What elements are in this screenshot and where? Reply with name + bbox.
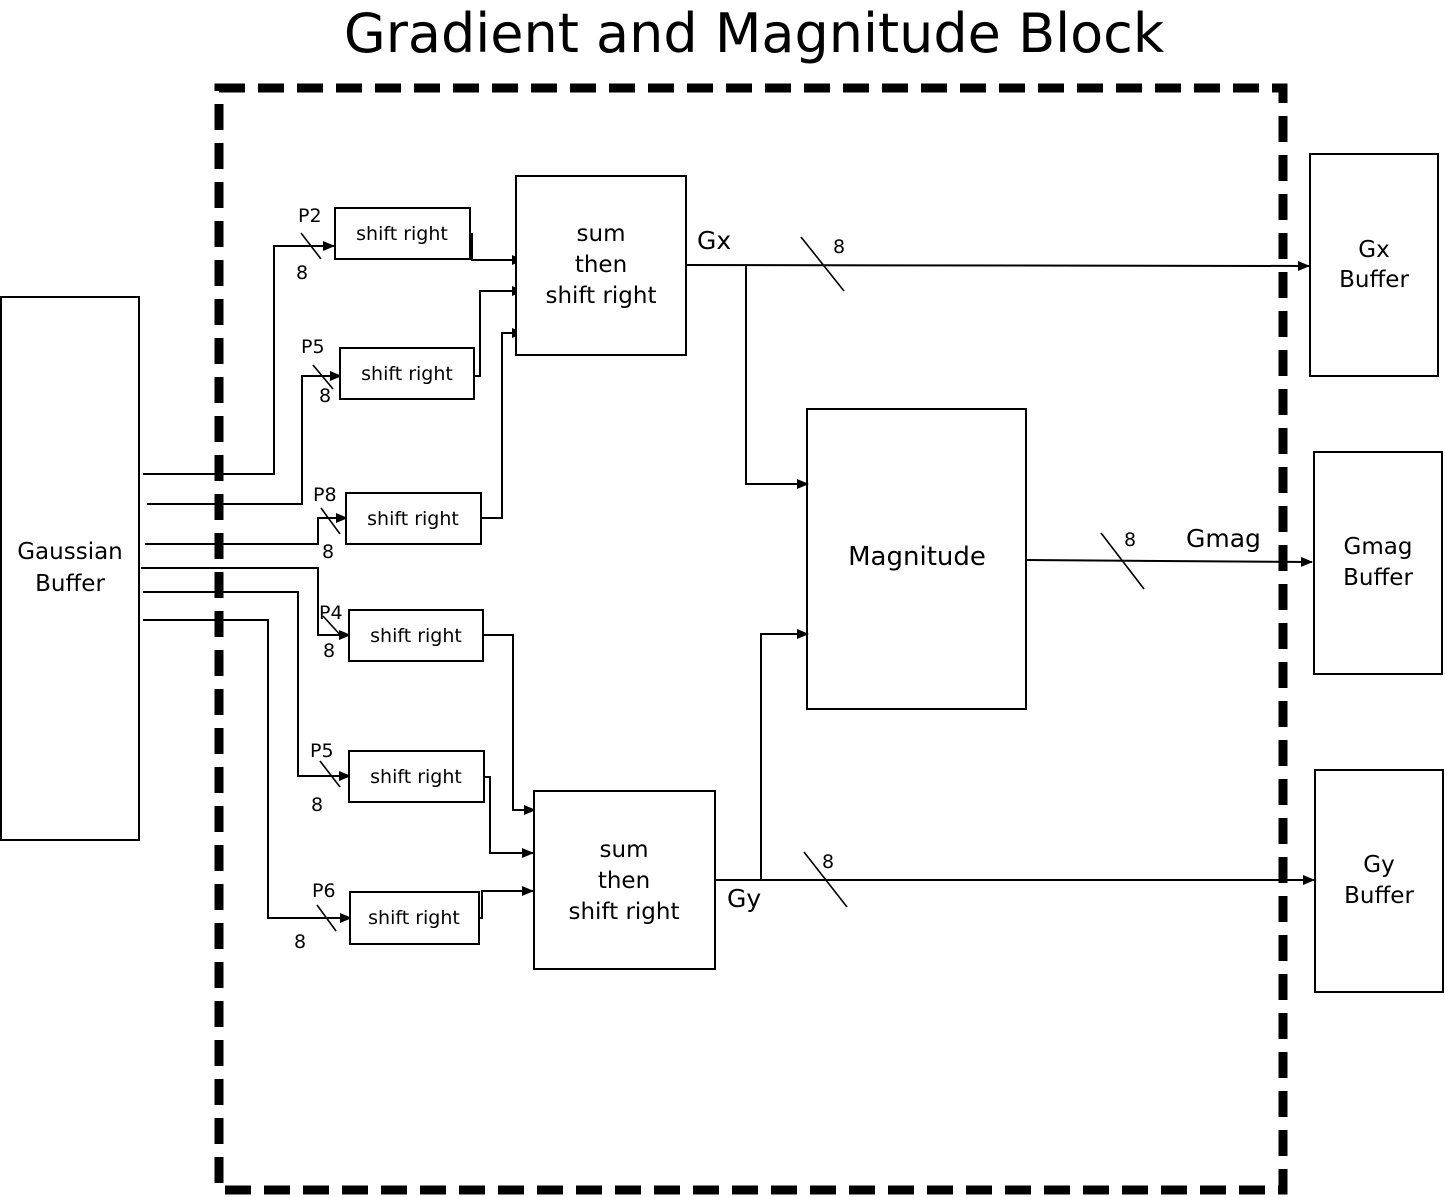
sum-bottom-line-1: sum [600,837,649,863]
gy-width-label: 8 [822,851,834,873]
sum-block-top: sum then shift right [515,175,687,356]
shift-right-label-6: shift right [368,907,460,929]
gmag-buffer-label-2: Buffer [1343,565,1413,591]
wire-gy-to-magnitude [760,629,809,880]
pixel-label-p2: P2 [298,205,322,227]
diagram-title: Gradient and Magnitude Block [344,2,1165,65]
wire-gx-to-buffer [685,260,1310,271]
shift-right-block-1: shift right [334,207,471,260]
wire-sr5-to-sum-bottom [484,776,534,858]
gmag-buffer-label-1: Gmag [1344,534,1413,560]
gx-signal-label: Gx [697,226,731,255]
sum-top-line-3: shift right [545,283,656,309]
pixel-label-p4: P4 [319,602,343,624]
gaussian-buffer: Gaussian Buffer [0,296,140,841]
pixel-label-p8: P8 [313,484,337,506]
wire-sr6-to-sum-bottom [479,886,534,919]
shift-right-block-4: shift right [348,609,484,662]
gmag-buffer: Gmag Buffer [1313,451,1443,675]
shift-right-block-6: shift right [349,891,480,945]
magnitude-label: Magnitude [848,542,986,572]
gx-buffer-label-2: Buffer [1339,267,1409,293]
wire-sr1-to-sum-top [470,233,524,265]
width-label-p5-bottom: 8 [311,794,323,816]
sum-input-wires [470,233,536,919]
wire-p5-top [147,371,342,505]
gy-wires: Gy 8 [715,629,1315,913]
wire-sr2-to-sum-top [474,286,524,377]
pixel-label-p5-bottom: P5 [310,740,334,762]
shift-right-label-4: shift right [370,625,462,647]
width-label-p6: 8 [294,931,306,953]
width-label-p8: 8 [322,541,334,563]
wire-sr4-to-sum-bottom [483,634,536,815]
wire-sr3-to-sum-top [481,328,524,519]
gy-buffer-label-1: Gy [1363,852,1394,878]
shift-right-label-2: shift right [361,363,453,385]
gx-width-label: 8 [833,236,845,258]
width-label-p2: 8 [296,262,308,284]
input-wires [141,241,352,923]
sum-top-line-2: then [575,252,627,278]
shift-right-label-5: shift right [370,766,462,788]
gx-wires: Gx 8 [685,226,1310,489]
pixel-label-p5-top: P5 [301,336,325,358]
gaussian-buffer-label-2: Buffer [35,571,105,597]
wire-p4 [141,567,351,640]
gmag-wires: Gmag 8 [1025,524,1313,590]
magnitude-block: Magnitude [806,408,1027,710]
shift-right-label-3: shift right [367,508,459,530]
width-label-p4: 8 [323,640,335,662]
wire-gx-to-magnitude [745,265,809,489]
wire-gmag-to-buffer [1025,556,1313,567]
shift-right-block-3: shift right [345,492,482,545]
gaussian-buffer-label-1: Gaussian [17,539,123,565]
input-bus-ticks [300,232,344,932]
input-labels: P2 8 P5 8 P8 8 P4 8 P5 8 P6 8 [294,205,343,953]
gx-buffer-label-1: Gx [1358,237,1389,263]
wire-p2 [143,241,335,475]
sum-block-bottom: sum then shift right [533,790,716,970]
gy-signal-label: Gy [727,884,761,913]
wire-p8 [145,513,348,545]
width-label-p5-top: 8 [319,385,331,407]
shift-right-block-2: shift right [339,347,475,400]
shift-right-block-5: shift right [348,750,485,803]
block-boundary [214,83,1288,1195]
wire-p6 [143,619,352,923]
gmag-signal-label: Gmag [1186,524,1261,553]
pixel-label-p6: P6 [312,880,336,902]
gmag-width-label: 8 [1124,529,1136,551]
gx-buffer: Gx Buffer [1309,153,1439,377]
gy-buffer: Gy Buffer [1314,769,1444,993]
sum-bottom-line-2: then [598,868,650,894]
wire-p5-bottom [143,591,351,781]
sum-bottom-line-3: shift right [568,899,679,925]
shift-right-label-1: shift right [356,223,448,245]
gy-buffer-label-2: Buffer [1344,883,1414,909]
sum-top-line-1: sum [577,221,626,247]
